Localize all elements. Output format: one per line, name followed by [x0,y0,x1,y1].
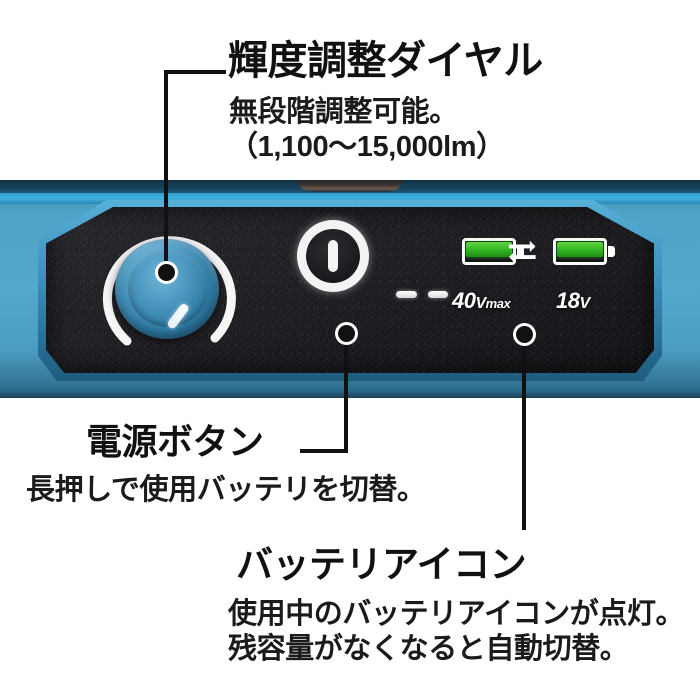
battery-callout-title: バッテリアイコン [236,544,527,585]
power-desc-line-1: 長押しで使用バッテリを切替。 [26,474,426,506]
swap-arrows-icon [508,238,538,266]
dial-callout-title: 輝度調整ダイヤル [228,39,543,83]
housing-bottom-band [0,392,700,398]
battery-40v-terminal [517,246,524,257]
battery-desc-line-1: 使用中のバッテリアイコンが点灯。 [228,598,685,630]
housing-highlight-rail [0,193,700,204]
battery-18v-fill [557,242,603,257]
power-callout-title: 電源ボタン [86,421,264,462]
product-photo: 40Vmax 18V [0,180,700,398]
power-leader-horizontal [300,449,348,453]
battery-desc-line-2: 残容量がなくなると自動切替。 [228,633,629,666]
dial-marker-dot [158,264,175,281]
dial-desc-line-1: 無段階調整可能。 [229,96,458,128]
brightness-dial[interactable] [83,219,253,361]
battery-18v-terminal [608,246,615,257]
power-marker-dot [338,325,355,342]
battery-marker-dot [516,326,533,343]
dial-callout-description: 無段階調整可能。 （1,100〜15,000lm） [229,95,505,166]
battery-40v-label: 40Vmax [452,288,511,313]
power-callout-description: 長押しで使用バッテリを切替。 [26,473,426,508]
battery-leader-vertical [522,336,526,530]
housing-dome-bump [296,180,404,192]
indicator-dash-1 [396,291,417,298]
dial-leader-horizontal [164,70,226,74]
indicator-dash-2 [428,291,448,298]
battery-18v-label: 18V [556,288,590,313]
battery-40v-fill [466,242,512,257]
dial-desc-line-2: （1,100〜15,000lm） [229,131,505,164]
power-symbol-icon [328,240,338,272]
battery-icon-18v [553,238,615,265]
power-button[interactable] [297,220,369,292]
power-leader-vertical [344,334,348,453]
dial-leader-vertical [164,70,168,276]
battery-callout-description: 使用中のバッテリアイコンが点灯。 残容量がなくなると自動切替。 [228,597,685,668]
dial-knob-face [128,250,208,327]
battery-icon-40v [462,238,524,265]
